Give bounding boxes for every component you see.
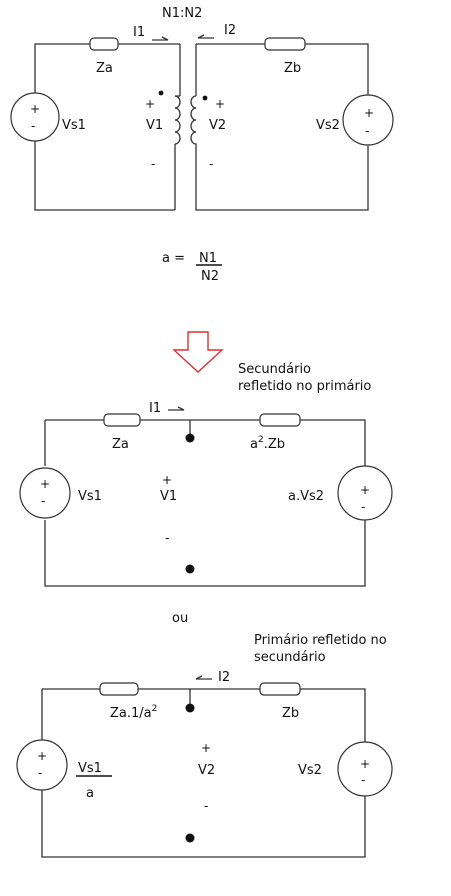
vs1a-plus: + [37, 749, 47, 763]
vs2-plus-3: + [360, 757, 370, 771]
vs1a-source [16, 739, 68, 791]
formula-lhs: a = [162, 251, 185, 266]
v2-minus: - [209, 157, 213, 171]
v2-minus-3: - [204, 799, 208, 813]
vs1a-numerator: Vs1 [78, 761, 102, 776]
primary-coil [174, 95, 181, 155]
v2-plus-3: + [201, 741, 211, 755]
vs2-minus: - [365, 124, 369, 138]
v1-label: V1 [146, 118, 163, 133]
i2-arrow-icon [197, 34, 214, 39]
vs1-label: Vs1 [62, 118, 86, 133]
a2zb-resistor [259, 413, 301, 427]
zb-resistor-3 [259, 682, 301, 696]
zb-resistor [264, 37, 306, 51]
circuit-transformer: N1:N2 I1 I2 Za Zb Vs1 Vs2 V1 V2 + - + - … [10, 6, 394, 211]
vs1-minus: - [31, 119, 35, 133]
down-arrow-icon [172, 331, 224, 373]
loop2-wire [44, 419, 366, 587]
avs2-label: a.Vs2 [288, 489, 324, 504]
vs1-minus-2: - [41, 494, 45, 508]
v1-minus: - [151, 157, 155, 171]
v1-plus: + [145, 97, 155, 111]
v1-plus-2: + [162, 473, 172, 487]
i1-arrow-icon [152, 36, 169, 41]
left-loop-wire [34, 43, 180, 211]
circuit-secondary-reflected: Secundário refletido no primário I1 Za a… [19, 362, 393, 587]
vs1-label-2: Vs1 [78, 489, 102, 504]
v1-label-2: V1 [160, 489, 177, 504]
vs2-source-3 [337, 741, 393, 797]
vs2-plus: + [364, 106, 374, 120]
za-a2-label: Za.1/a2 [110, 704, 157, 721]
vs1-source-2 [19, 467, 71, 519]
ratio-formula: a = N1 N2 [162, 251, 222, 284]
terminal-top-3 [185, 703, 195, 713]
vs1-plus: + [30, 102, 40, 116]
ratio-label: N1:N2 [162, 6, 202, 21]
caption3-line1: Primário refletido no [254, 633, 387, 648]
za-a2-resistor [99, 682, 139, 696]
caption3-line2: secundário [254, 650, 326, 665]
vs2-label-3: Vs2 [298, 763, 322, 778]
i2-arrow-icon-3 [195, 675, 212, 680]
v2-label-3: V2 [198, 763, 215, 778]
zb-label: Zb [284, 61, 301, 76]
vs2-minus-3: - [361, 773, 365, 787]
vs2-source [342, 94, 394, 146]
terminal-bottom-2 [185, 564, 195, 574]
i1-label: I1 [133, 25, 145, 40]
caption2-line2: refletido no primário [238, 379, 371, 394]
ou-label: ou [172, 611, 188, 626]
vs1-source [10, 92, 60, 142]
v2-label: V2 [209, 118, 226, 133]
terminal-top-2 [185, 433, 195, 443]
a2zb-label: a2.Zb [250, 435, 285, 452]
vs1a-denominator: a [86, 786, 94, 801]
dot-secondary [202, 95, 208, 101]
right-loop-wire [195, 43, 369, 211]
formula-denominator: N2 [201, 269, 219, 284]
za-resistor [89, 37, 119, 51]
vs2-label: Vs2 [316, 118, 340, 133]
zb-label-3: Zb [282, 706, 299, 721]
avs2-source [337, 465, 393, 521]
za-resistor-2 [103, 413, 141, 427]
circuit-primary-reflected: Primário refletido no secundário I2 Za.1… [16, 633, 393, 858]
i2-label: I2 [224, 23, 236, 38]
formula-numerator: N1 [199, 251, 217, 266]
i1-label-2: I1 [149, 401, 161, 416]
i1-arrow-icon-2 [168, 406, 185, 411]
za-label-2: Za [112, 437, 129, 452]
loop3-wire [41, 688, 366, 858]
secondary-coil [190, 95, 197, 155]
terminal-bottom-3 [185, 833, 195, 843]
i2-label-3: I2 [218, 670, 230, 685]
dot-primary [158, 90, 164, 96]
caption2-line1: Secundário [238, 362, 311, 377]
vs1a-minus: - [38, 766, 42, 780]
vs1-plus-2: + [40, 477, 50, 491]
avs2-minus: - [361, 500, 365, 514]
za-label: Za [96, 61, 113, 76]
avs2-plus: + [360, 483, 370, 497]
v1-minus-2: - [165, 531, 169, 545]
primary-wire [174, 44, 181, 210]
v2-plus: + [215, 97, 225, 111]
